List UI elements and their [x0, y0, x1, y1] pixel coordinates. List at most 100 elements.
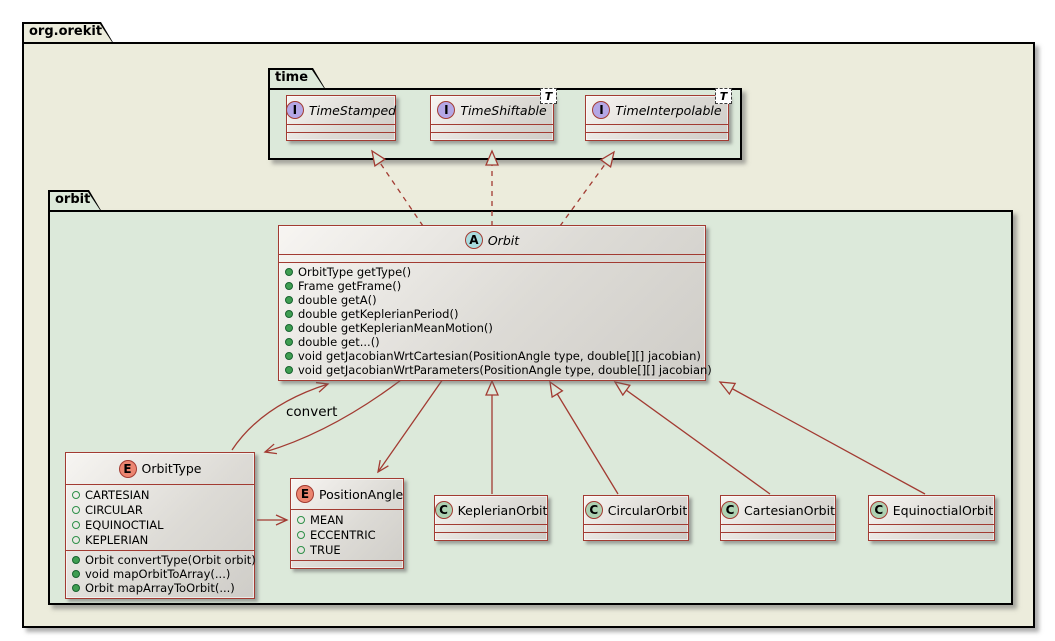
public-method-icon	[72, 570, 80, 578]
method-label: Orbit convertType(Orbit orbit)	[85, 553, 256, 567]
fields-compartment	[279, 254, 705, 262]
enum-constant-row: CIRCULAR	[66, 502, 254, 517]
method-row: double get...()	[279, 335, 705, 349]
class-name: CartesianOrbit	[744, 502, 835, 518]
method-label: void mapOrbitToArray(...)	[85, 567, 231, 581]
enum-constant-label: MEAN	[310, 512, 344, 527]
method-label: OrbitType getType()	[298, 265, 412, 279]
fields-compartment	[287, 124, 395, 132]
package-tab-fill	[50, 192, 100, 210]
interface-timeinterpolable-title: I TimeInterpolable	[586, 96, 728, 124]
enum-constant-row: MEAN	[291, 512, 403, 527]
fields-compartment	[584, 524, 688, 532]
interface-timeshiftable: I TimeShiftable	[430, 95, 554, 141]
field-icon	[72, 490, 80, 499]
package-time-tab: time	[268, 68, 326, 90]
enum-constants-compartment: CARTESIAN CIRCULAR EQUINOCTIAL KEPLERIAN	[66, 484, 254, 550]
public-method-icon	[72, 584, 80, 592]
class-name: Orbit	[487, 232, 520, 248]
class-name: KeplerianOrbit	[457, 502, 548, 518]
method-label: double getA()	[298, 293, 377, 307]
package-orbit-name: orbit	[55, 192, 91, 207]
class-equinoctialorbit-title: C EquinoctialOrbit	[869, 496, 994, 524]
methods-compartment	[721, 532, 835, 540]
enum-constant-row: CARTESIAN	[66, 487, 254, 502]
class-orbit: A Orbit OrbitType getType() Frame getFra…	[278, 225, 712, 381]
class-cartesianorbit: C CartesianOrbit	[720, 495, 836, 541]
class-circularorbit: C CircularOrbit	[583, 495, 689, 541]
edge-label-convert: convert	[286, 404, 338, 420]
class-circularorbit-title: C CircularOrbit	[584, 496, 688, 524]
class-name: EquinoctialOrbit	[892, 502, 994, 518]
methods-compartment	[287, 132, 395, 140]
public-method-icon	[72, 556, 80, 564]
enum-constant-label: CIRCULAR	[85, 502, 143, 517]
package-orbit-tab: orbit	[48, 190, 102, 212]
method-label: double getKeplerianPeriod()	[298, 307, 459, 321]
methods-compartment	[869, 532, 994, 540]
enum-name: OrbitType	[141, 461, 202, 476]
class-keplerianorbit-title: C KeplerianOrbit	[434, 496, 548, 524]
field-icon	[72, 520, 80, 529]
interface-icon: I	[285, 101, 304, 119]
enum-orbittype-title: E OrbitType	[66, 453, 254, 484]
public-method-icon	[285, 352, 293, 360]
interface-timestamped-title: I TimeStamped	[285, 96, 397, 124]
field-icon	[72, 535, 80, 544]
methods-compartment	[435, 532, 547, 540]
field-icon	[297, 515, 305, 524]
field-icon	[72, 505, 80, 514]
enum-positionangle-title: E PositionAngle	[291, 479, 403, 509]
enum-constant-label: CARTESIAN	[85, 487, 150, 502]
fields-compartment	[586, 124, 728, 132]
methods-compartment	[586, 132, 728, 140]
fields-compartment	[869, 524, 994, 532]
interface-timeinterpolable: I TimeInterpolable	[585, 95, 729, 141]
field-icon	[297, 545, 305, 554]
enum-constant-row: ECCENTRIC	[291, 527, 403, 542]
method-row: OrbitType getType()	[279, 265, 705, 279]
method-row: void getJacobianWrtCartesian(PositionAng…	[279, 349, 705, 363]
method-label: double getKeplerianMeanMotion()	[298, 321, 493, 335]
method-label: void getJacobianWrtParameters(PositionAn…	[298, 363, 712, 377]
public-method-icon	[285, 282, 293, 290]
method-label: Frame getFrame()	[298, 279, 402, 293]
package-org-orekit-tab: org.orekit	[22, 22, 114, 44]
fields-compartment	[721, 524, 835, 532]
interface-name: TimeShiftable	[460, 102, 547, 118]
method-label: double get...()	[298, 335, 380, 349]
interface-name: TimeInterpolable	[615, 102, 722, 118]
public-method-icon	[285, 310, 293, 318]
generic-type-marker: T	[715, 88, 732, 104]
method-row: double getKeplerianMeanMotion()	[279, 321, 705, 335]
method-row: void mapOrbitToArray(...)	[66, 567, 254, 581]
interface-name: TimeStamped	[308, 102, 397, 118]
enum-constant-row: EQUINOCTIAL	[66, 517, 254, 532]
package-time-name: time	[275, 70, 309, 85]
class-icon: C	[584, 501, 603, 519]
package-tab-fill	[270, 70, 324, 88]
package-org-orekit-name: org.orekit	[29, 24, 103, 39]
enum-constant-row: KEPLERIAN	[66, 532, 254, 547]
public-method-icon	[285, 268, 293, 276]
fields-compartment	[431, 124, 553, 132]
methods-compartment: Orbit convertType(Orbit orbit) void mapO…	[66, 550, 256, 598]
interface-timeshiftable-title: I TimeShiftable	[431, 96, 553, 124]
method-row: double getKeplerianPeriod()	[279, 307, 705, 321]
interface-timestamped: I TimeStamped	[285, 95, 397, 141]
enum-name: PositionAngle	[319, 486, 404, 502]
enum-constant-label: KEPLERIAN	[85, 532, 149, 547]
public-method-icon	[285, 296, 293, 304]
generic-type-marker: T	[540, 88, 557, 104]
abstract-icon: A	[464, 231, 483, 249]
method-row: void getJacobianWrtParameters(PositionAn…	[279, 363, 712, 377]
package-tab-fill	[24, 24, 112, 42]
class-name: CircularOrbit	[607, 502, 688, 518]
enum-icon: E	[296, 485, 314, 503]
class-orbit-title: A Orbit	[279, 226, 705, 254]
methods-compartment	[584, 532, 688, 540]
enum-constant-label: ECCENTRIC	[310, 527, 376, 542]
public-method-icon	[285, 324, 293, 332]
enum-constant-row: TRUE	[291, 542, 403, 557]
